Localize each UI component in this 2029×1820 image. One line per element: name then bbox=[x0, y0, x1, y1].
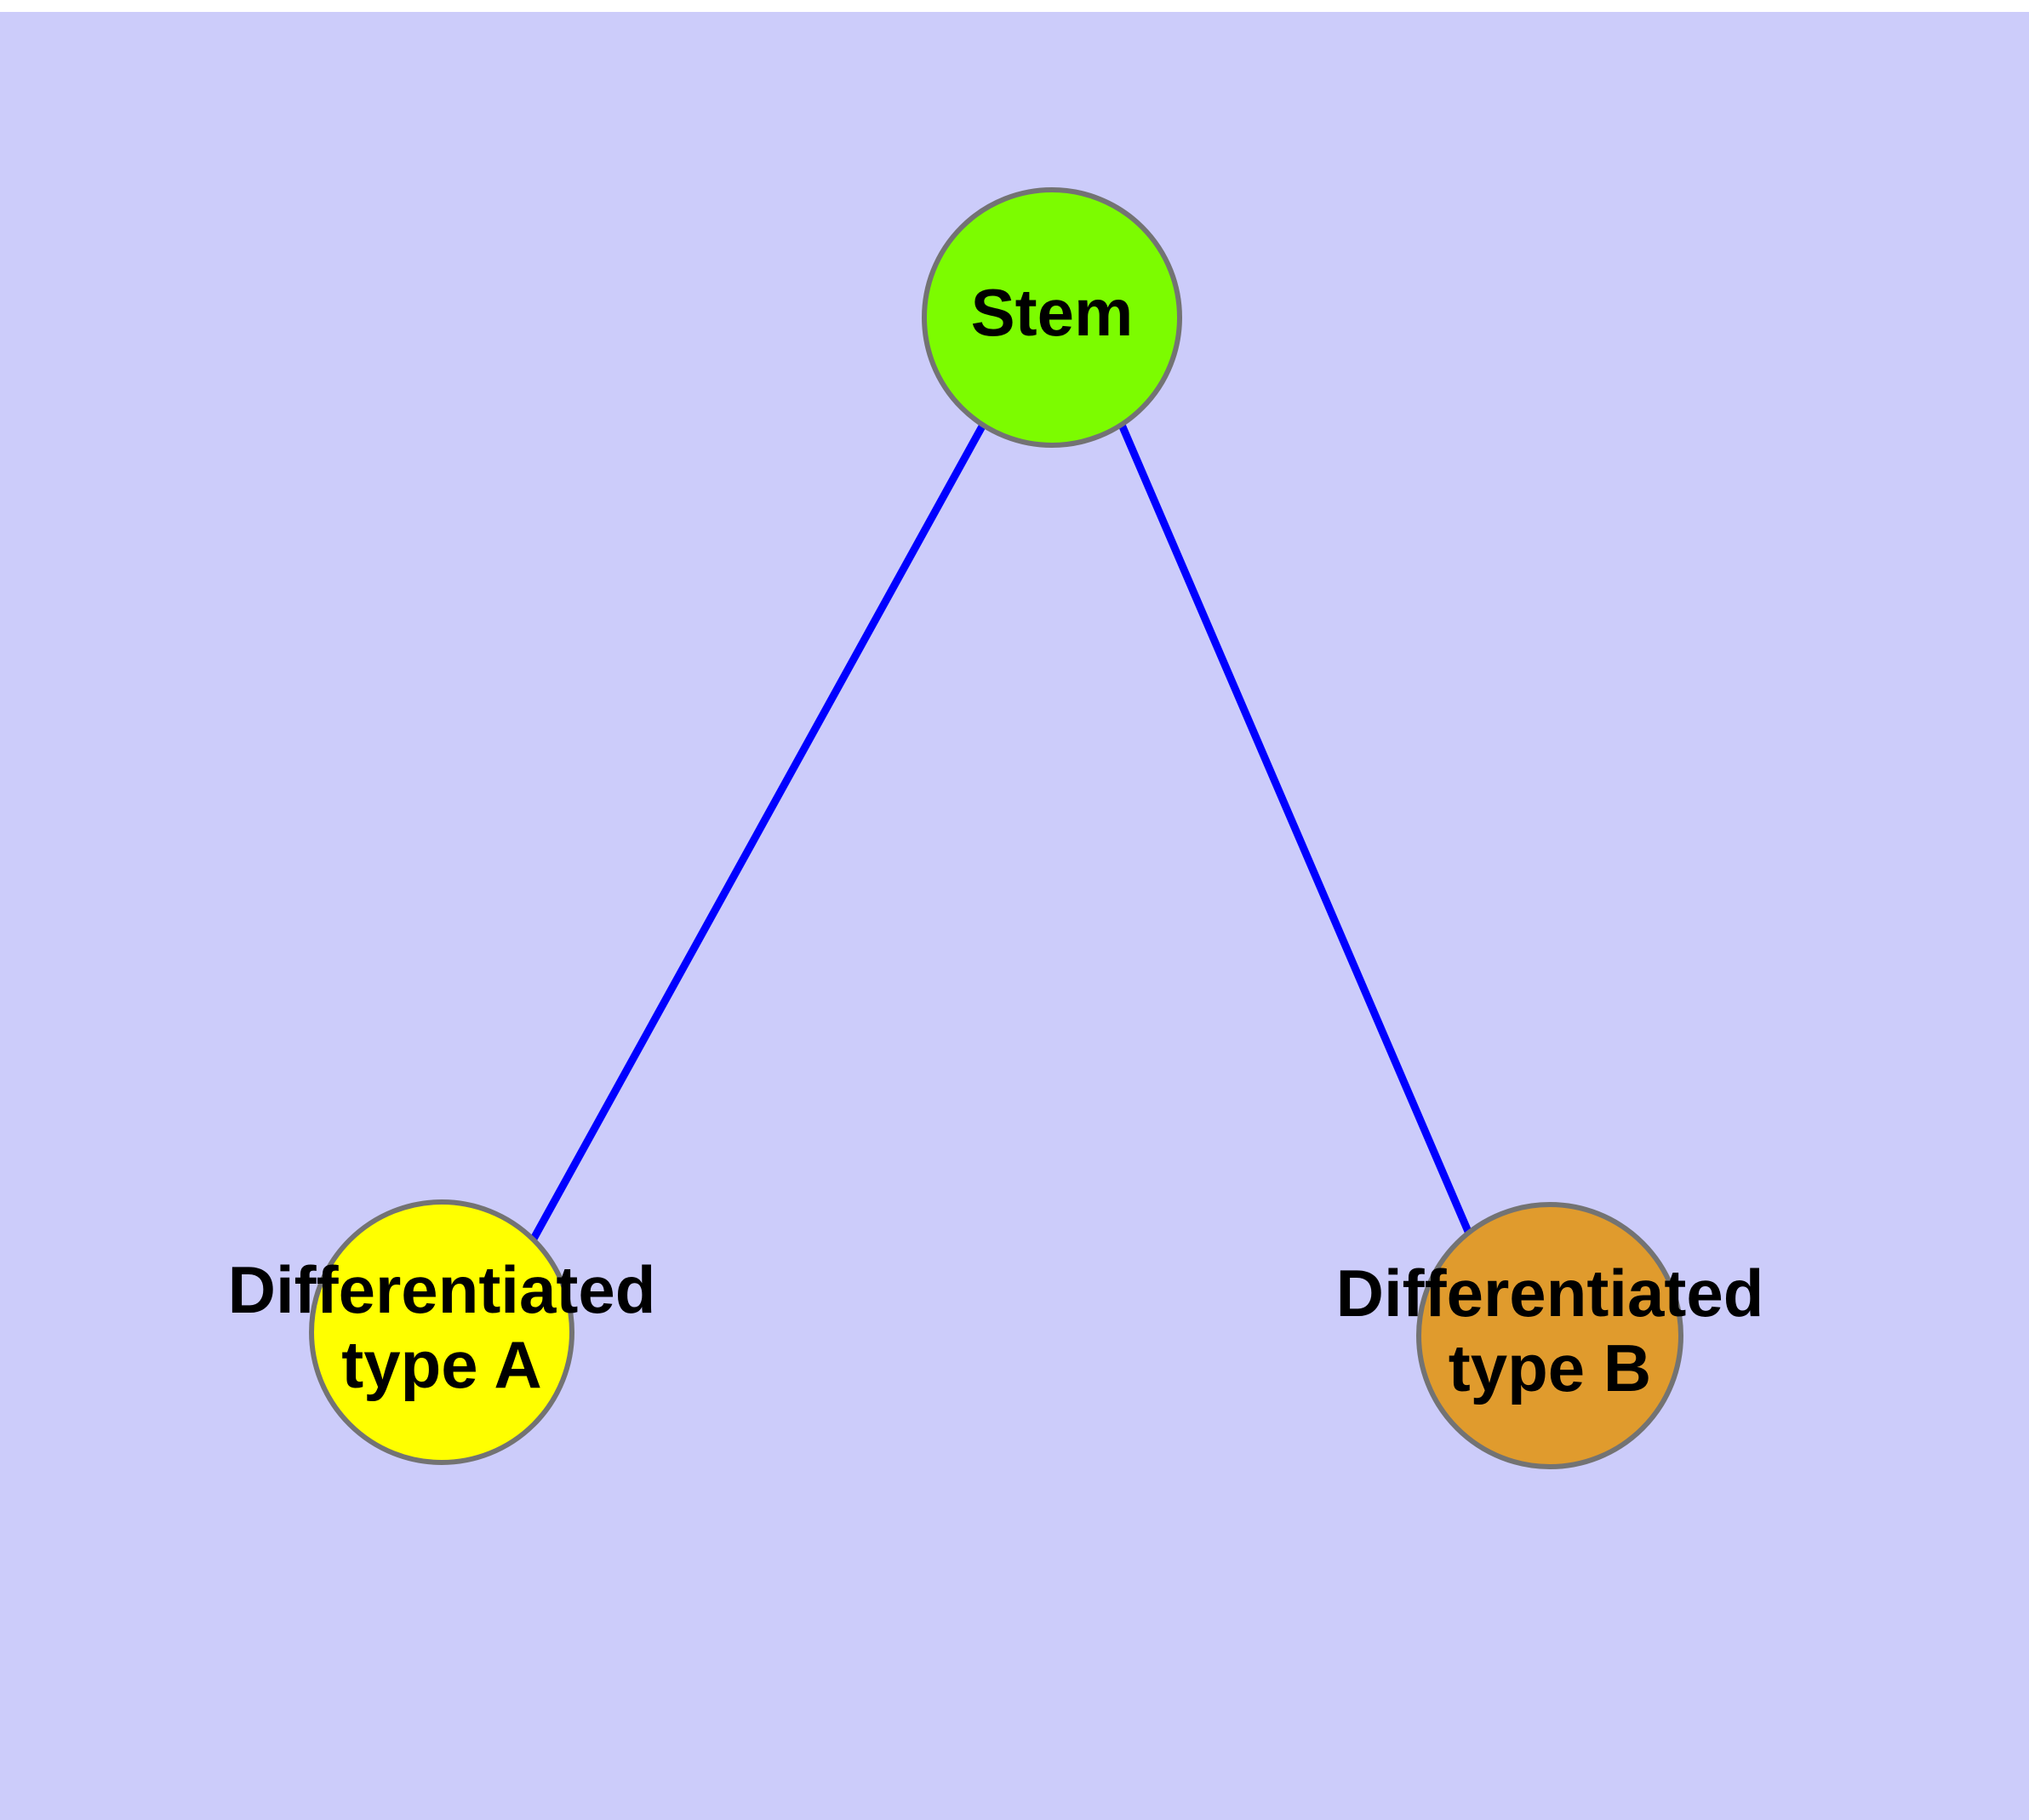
node-stem[interactable] bbox=[922, 187, 1182, 448]
node-diff-b[interactable] bbox=[1416, 1202, 1683, 1469]
node-diff-a[interactable] bbox=[309, 1199, 574, 1465]
node-label-line: Differentiated bbox=[228, 1252, 656, 1327]
node-circle-diff-b[interactable] bbox=[1416, 1202, 1683, 1469]
node-label-line: type B bbox=[1449, 1331, 1651, 1405]
node-label-stem: Stem bbox=[971, 275, 1134, 350]
edge-stem-to-diff-a[interactable] bbox=[529, 422, 986, 1243]
node-circle-diff-a[interactable] bbox=[309, 1199, 574, 1465]
edges-layer bbox=[529, 422, 1473, 1243]
node-circle-stem[interactable] bbox=[922, 187, 1182, 448]
edge-stem-to-diff-b[interactable] bbox=[1117, 423, 1473, 1235]
node-label-line: type A bbox=[341, 1327, 542, 1402]
node-label-line: Differentiated bbox=[1336, 1256, 1764, 1331]
node-label-line: Stem bbox=[971, 275, 1134, 350]
